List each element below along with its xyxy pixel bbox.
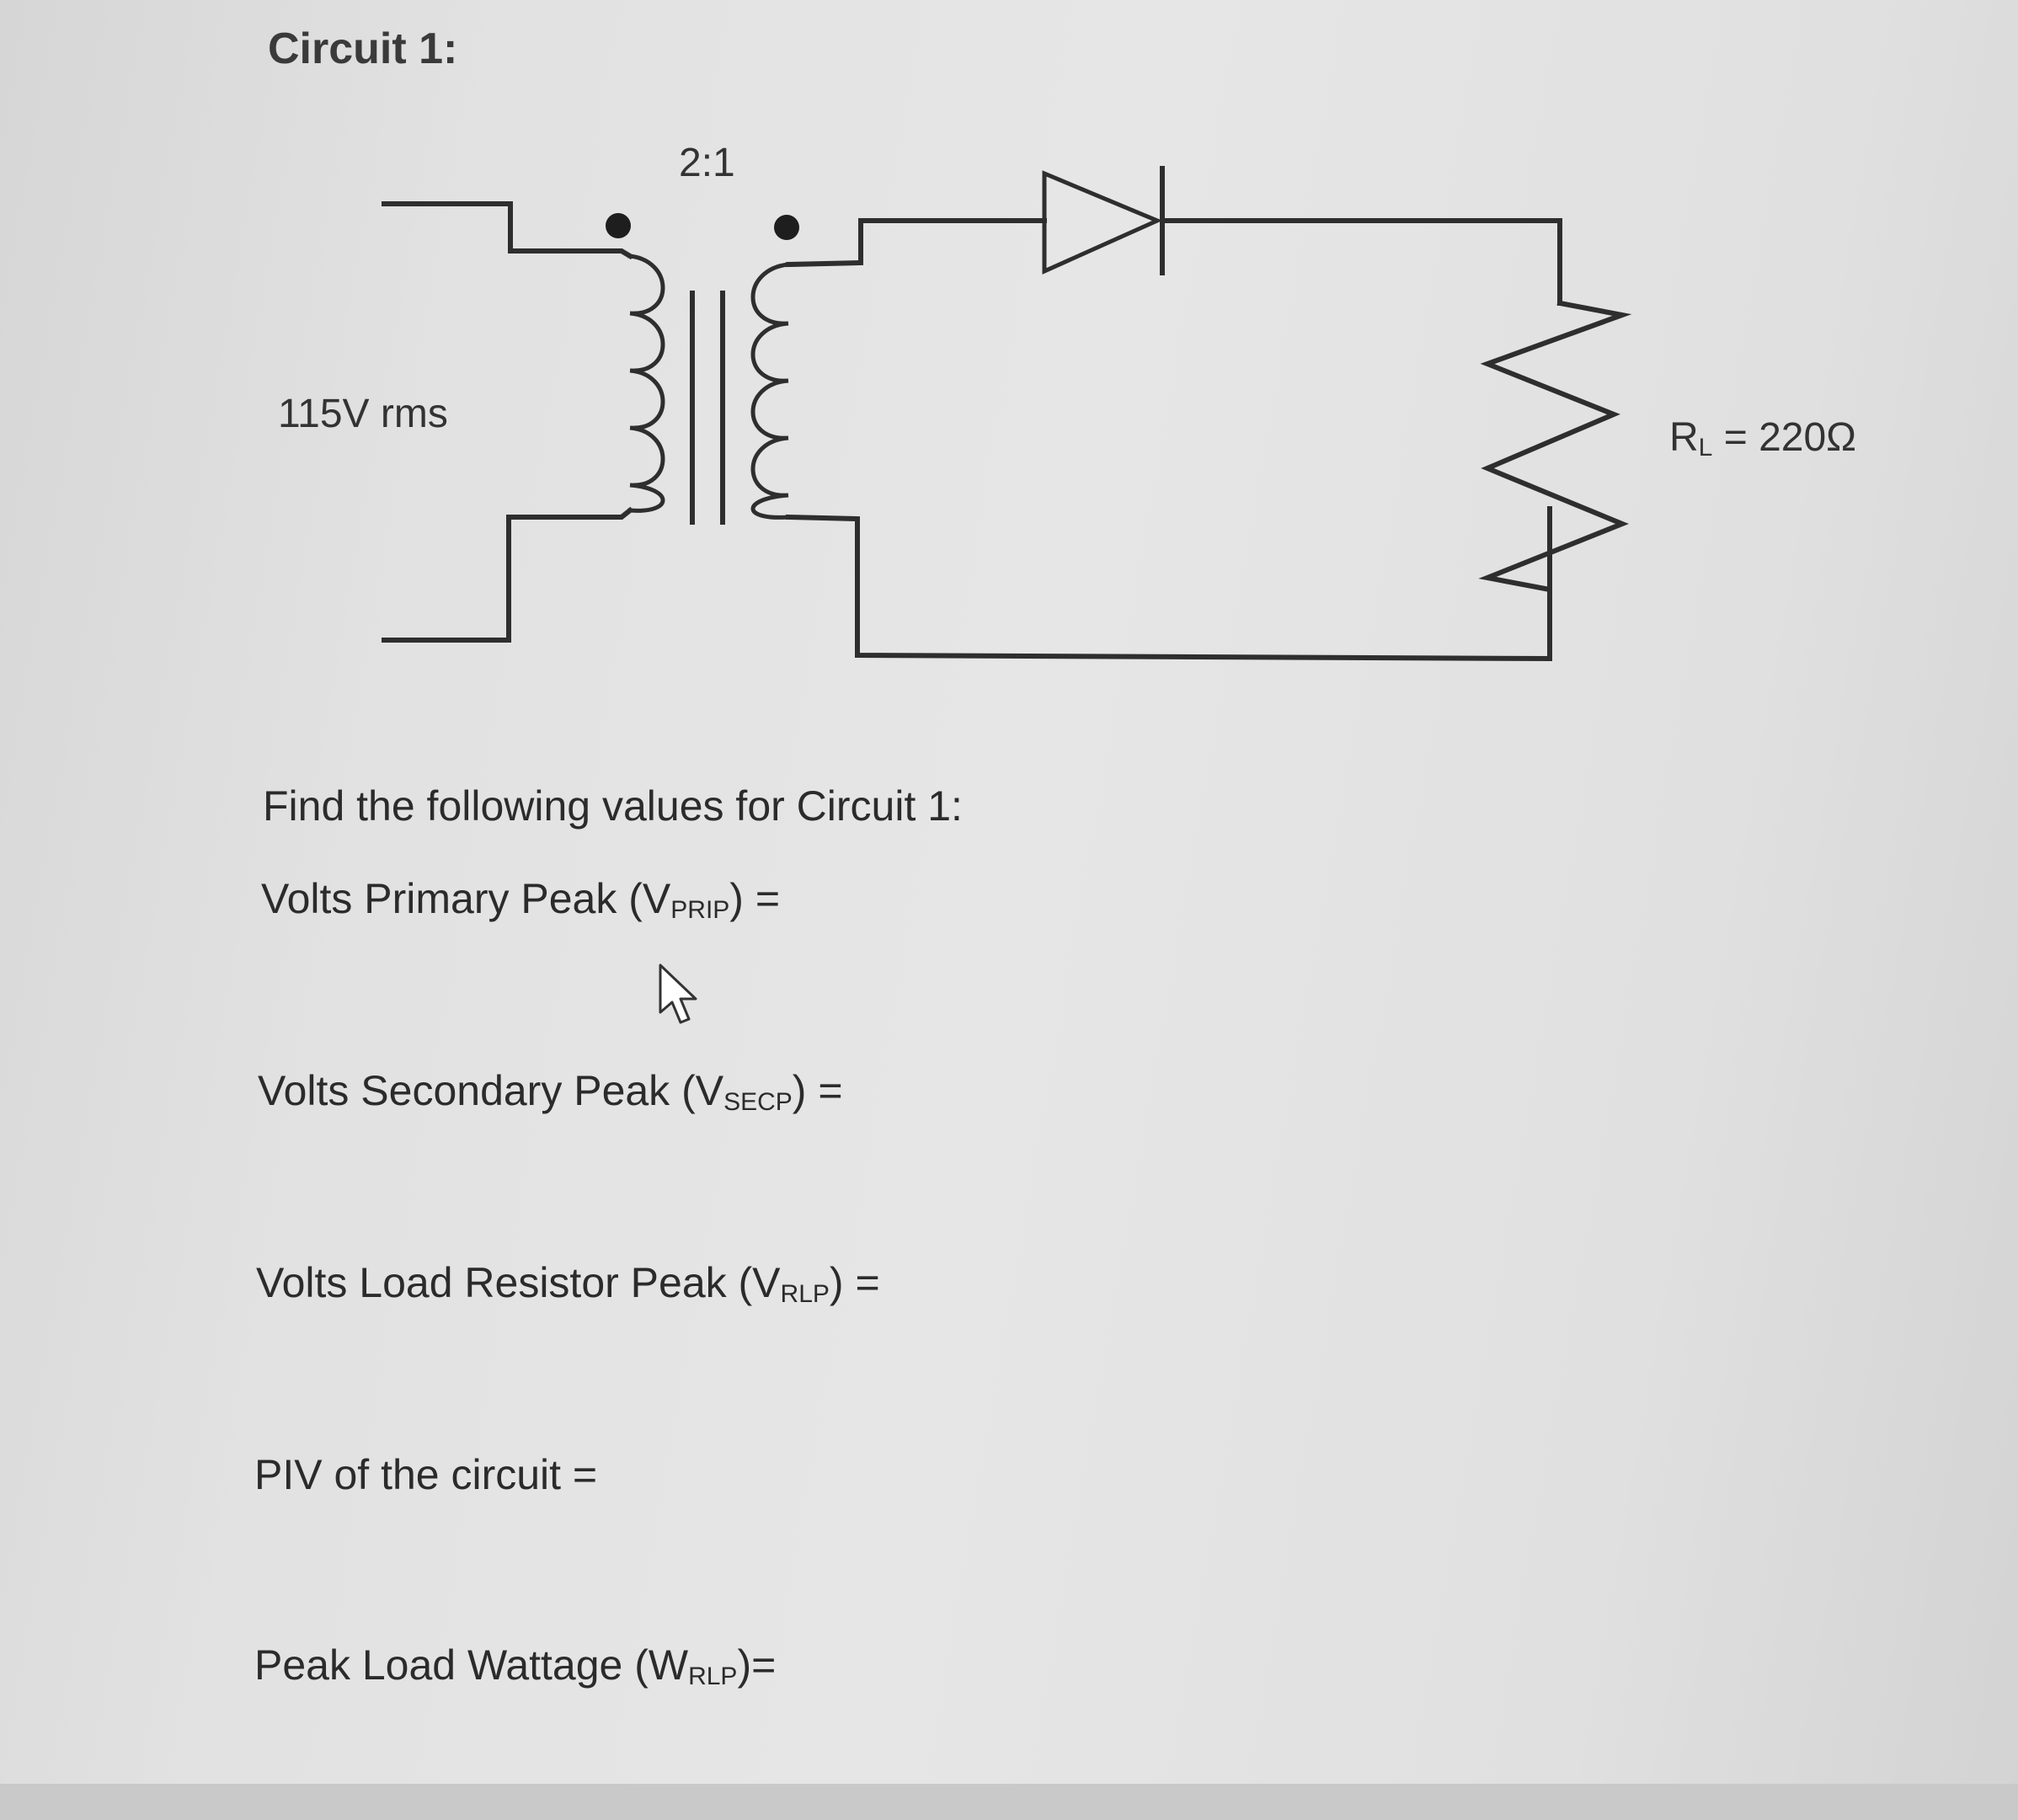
question-suffix: )= <box>737 1641 777 1689</box>
source-voltage-label: 115V rms <box>278 392 448 436</box>
question-text: PIV of the circuit = <box>254 1451 598 1498</box>
question-text: Peak Load Wattage (W <box>254 1641 689 1689</box>
question-subscript: SECP <box>723 1088 793 1116</box>
circuit-diagram <box>382 166 1632 662</box>
primary-coil <box>627 254 665 513</box>
resistor-icon <box>1478 300 1632 661</box>
question-suffix: ) = <box>829 1259 880 1306</box>
question-subscript: RLP <box>688 1663 738 1690</box>
question-load-resistor-peak: Volts Load Resistor Peak (VRLP) = <box>256 1258 880 1309</box>
load-label-prefix: R <box>1669 415 1699 460</box>
primary-top-lead <box>382 201 634 260</box>
load-label-sub: L <box>1698 434 1713 462</box>
question-subscript: PRIP <box>670 896 730 924</box>
secondary-top-lead <box>785 218 1047 268</box>
question-suffix: ) = <box>729 875 781 922</box>
primary-polarity-dot <box>606 213 631 238</box>
diode-to-resistor-wire <box>1160 218 1562 306</box>
question-subscript: RLP <box>780 1280 830 1308</box>
question-suffix: ) = <box>792 1067 843 1114</box>
load-resistor-label: RL = 220Ω <box>1669 414 1856 462</box>
turns-ratio-label: 2:1 <box>679 141 735 185</box>
secondary-polarity-dot <box>774 215 799 240</box>
question-secondary-peak: Volts Secondary Peak (VSECP) = <box>258 1066 843 1117</box>
question-piv: PIV of the circuit = <box>254 1450 597 1499</box>
question-primary-peak: Volts Primary Peak (VPRIP) = <box>261 874 780 925</box>
question-text: Volts Secondary Peak (V <box>258 1067 724 1114</box>
screen-bottom-edge <box>0 1784 2018 1820</box>
secondary-coil <box>750 262 791 520</box>
question-text: Volts Primary Peak (V <box>261 875 671 922</box>
arrow-cursor-icon <box>659 963 697 1024</box>
primary-bottom-lead <box>382 506 634 643</box>
load-label-value: = 220Ω <box>1712 415 1857 460</box>
instructions-text: Find the following values for Circuit 1: <box>263 782 963 830</box>
page-title: Circuit 1: <box>268 24 458 73</box>
question-text: Volts Load Resistor Peak (V <box>256 1259 781 1306</box>
question-peak-load-wattage: Peak Load Wattage (WRLP)= <box>254 1641 776 1691</box>
diode-icon <box>1042 166 1165 275</box>
secondary-bottom-lead <box>785 506 1552 662</box>
